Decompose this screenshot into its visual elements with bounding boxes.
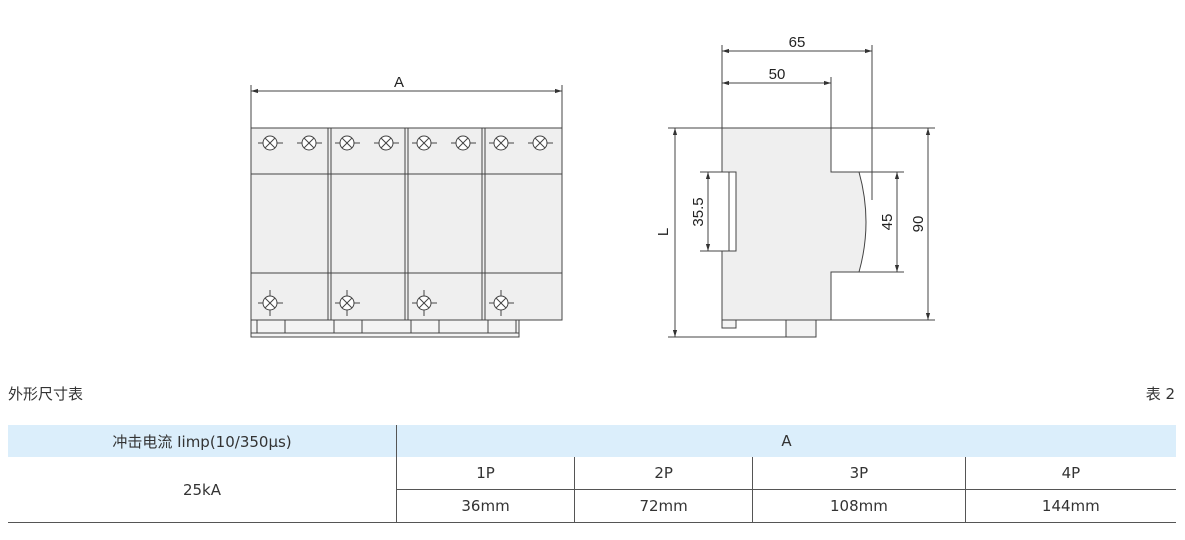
table-caption: 外形尺寸表 xyxy=(8,385,84,403)
front-view xyxy=(250,85,563,338)
screw-icon xyxy=(374,135,399,151)
screw-icon xyxy=(335,290,360,316)
screw-icon xyxy=(489,135,514,151)
screw-icon xyxy=(335,135,360,151)
screw-icon xyxy=(258,290,283,316)
dimension-table: 冲击电流 Iimp(10/350μs) A 25kA 1P 2P 3P 4P 3… xyxy=(8,425,1176,523)
cell-size: 144mm xyxy=(965,489,1176,523)
table-row: 25kA 1P 2P 3P 4P xyxy=(8,457,1176,523)
dim-label-35-5: 35.5 xyxy=(690,197,707,226)
side-dimensions xyxy=(668,45,935,338)
dim-label-45: 45 xyxy=(879,214,896,231)
dim-label-50: 50 xyxy=(769,66,786,83)
screw-icon xyxy=(489,290,514,316)
header-impulse-current: 冲击电流 Iimp(10/350μs) xyxy=(8,425,397,457)
dim-label-l: L xyxy=(655,228,672,236)
top-terminal-screws xyxy=(258,135,553,151)
cell-size: 36mm xyxy=(396,489,576,523)
header-dimension-a: A xyxy=(396,425,1176,457)
table-row: 36mm 72mm 108mm 144mm xyxy=(8,489,1176,523)
cell-size: 108mm xyxy=(752,489,966,523)
cell-pole: 1P xyxy=(396,457,576,490)
side-view xyxy=(721,127,867,338)
table-header-row: 冲击电流 Iimp(10/350μs) A xyxy=(8,425,1176,457)
dim-label-65: 65 xyxy=(789,34,806,51)
dim-label-90: 90 xyxy=(910,216,927,233)
screw-icon xyxy=(412,135,437,151)
cell-current-value: 25kA xyxy=(8,457,397,523)
screw-icon xyxy=(451,135,476,151)
cell-pole: 4P xyxy=(965,457,1176,490)
screw-icon xyxy=(258,135,283,151)
cell-pole: 2P xyxy=(574,457,754,490)
bottom-terminal-screws xyxy=(258,290,514,316)
screw-icon xyxy=(528,135,553,151)
screw-icon xyxy=(412,290,437,316)
dim-label-a: A xyxy=(394,74,404,91)
cell-pole: 3P xyxy=(752,457,966,490)
table-number: 表 2 xyxy=(1145,385,1175,403)
screw-icon xyxy=(297,135,322,151)
technical-drawing: A 65 50 L 35.5 45 xyxy=(250,34,935,338)
cell-size: 72mm xyxy=(574,489,754,523)
